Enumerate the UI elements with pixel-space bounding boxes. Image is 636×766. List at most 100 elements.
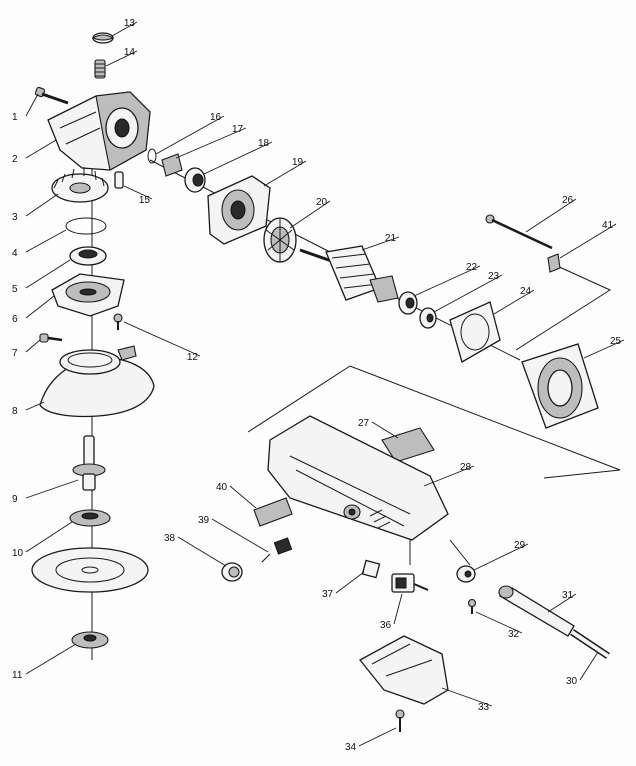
part-number-label: 5: [12, 284, 18, 295]
part-number-label: 27: [358, 418, 370, 429]
part-12-screw: [113, 313, 123, 330]
part-number-label: 18: [258, 138, 270, 149]
leader-line-33: [441, 687, 493, 707]
leader-line-12: [123, 321, 201, 357]
part-30-cord: [570, 629, 610, 659]
part-23-bearing-ring: [419, 307, 437, 329]
part-40-label: [253, 497, 293, 527]
part-7-screw: [39, 333, 63, 343]
part-number-label: 29: [514, 540, 526, 551]
leader-line-15: [123, 185, 153, 200]
part-37-switch-plate: [361, 559, 381, 579]
part-3-bevel-gear: [51, 167, 109, 203]
part-number-label: 15: [139, 195, 151, 206]
part-number-label: 16: [210, 112, 222, 123]
part-number-label: 22: [466, 262, 478, 273]
part-number-label: 24: [520, 286, 532, 297]
leader-line-25: [583, 339, 625, 359]
part-11-lock-nut: [71, 631, 109, 649]
leader-line-37: [335, 571, 365, 594]
part-1-screw: [34, 86, 69, 105]
part-22-bearing: [398, 291, 418, 315]
part-33-rear-cover: [359, 635, 449, 705]
leader-line-22: [413, 265, 481, 297]
part-41-washer: [547, 253, 561, 273]
part-number-label: 26: [562, 195, 574, 206]
part-number-label: 21: [385, 233, 397, 244]
leader-line-11: [25, 643, 77, 675]
leader-line-14: [105, 50, 138, 67]
part-17-pinion: [161, 153, 183, 177]
part-5-ball-bearing: [69, 246, 107, 266]
part-number-label: 7: [12, 348, 18, 359]
leader-line-28: [423, 465, 475, 487]
callout-labels: 1234567891011121314151617181920212223242…: [12, 18, 625, 753]
part-number-label: 4: [12, 248, 18, 259]
part-number-label: 10: [12, 548, 24, 559]
part-15-pin: [114, 171, 124, 189]
leader-line-8: [25, 401, 45, 411]
leader-line-3: [25, 193, 59, 217]
part-number-label: 34: [345, 742, 357, 753]
leader-line-18: [203, 141, 273, 175]
leader-line-27: [371, 421, 399, 439]
part-number-label: 30: [566, 676, 578, 687]
leader-line-2: [25, 139, 57, 159]
leader-line-38: [177, 536, 227, 567]
leader-line-1: [25, 93, 39, 117]
part-4-retaining-ring: [65, 217, 107, 235]
part-29-cord-clamp: [456, 565, 476, 583]
part-31-strain-relief: [498, 585, 575, 637]
part-34-screw: [395, 709, 405, 732]
leader-line-32: [475, 611, 523, 634]
part-2-gear-housing: [47, 91, 151, 171]
part-24-baffle-plate: [449, 301, 501, 363]
leader-line-23: [433, 274, 503, 313]
part-9-spindle: [72, 435, 106, 491]
part-number-label: 36: [380, 620, 392, 631]
leader-line-31: [547, 593, 577, 613]
grinding-wheel: [31, 547, 149, 593]
part-13-cap: [91, 32, 115, 44]
leader-line-41: [559, 223, 617, 259]
part-number-label: 12: [187, 352, 199, 363]
leader-line-20: [289, 200, 331, 229]
part-number-label: 25: [610, 336, 622, 347]
leader-line-21: [361, 236, 400, 251]
leader-line-5: [25, 259, 71, 289]
leader-line-6: [25, 295, 55, 319]
leader-line-4: [25, 229, 67, 253]
leader-line-13: [111, 21, 138, 37]
part-number-label: 19: [292, 157, 304, 168]
part-number-label: 1: [12, 112, 18, 123]
leader-line-30: [579, 651, 599, 681]
part-number-label: 11: [12, 670, 23, 681]
part-18-bearing: [184, 167, 206, 193]
part-25-field: [521, 343, 599, 429]
leader-line-7: [25, 339, 41, 353]
leader-line-10: [25, 521, 73, 553]
part-10-inner-flange: [69, 509, 111, 527]
part-20-fan: [263, 217, 297, 263]
part-number-label: 33: [478, 702, 490, 713]
leader-line-19: [263, 160, 307, 187]
leader-line-9: [25, 479, 79, 499]
part-number-label: 8: [12, 406, 18, 417]
part-number-label: 3: [12, 212, 18, 223]
part-number-label: 41: [602, 220, 614, 231]
part-number-label: 9: [12, 494, 18, 505]
part-number-label: 14: [124, 47, 136, 58]
part-26-long-screw: [485, 214, 553, 250]
leader-line-34: [358, 727, 397, 747]
part-39-carbon-brush: [261, 537, 293, 563]
part-number-label: 13: [124, 18, 136, 29]
part-8-wheel-guard: [39, 345, 155, 418]
part-number-label: 38: [164, 533, 176, 544]
leader-line-16: [155, 115, 225, 155]
part-36-switch: [391, 573, 429, 593]
leader-line-39: [211, 518, 269, 553]
part-number-label: 23: [488, 271, 500, 282]
leader-line-26: [525, 198, 577, 233]
part-number-label: 31: [562, 590, 574, 601]
